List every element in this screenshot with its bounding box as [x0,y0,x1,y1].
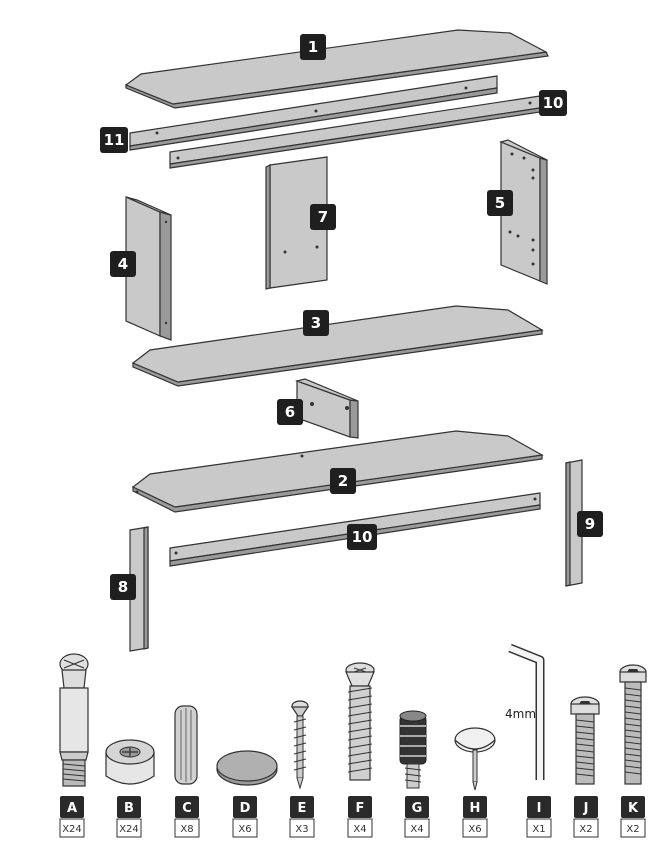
svg-text:4: 4 [118,255,128,273]
hardware-label-g: G X4 [404,796,430,838]
part-label-7: 7 [310,204,336,230]
svg-text:8: 8 [118,578,128,596]
part-label-1: 1 [300,34,326,60]
part-label-4: 4 [110,251,136,277]
hardware-d-cap [216,750,278,786]
svg-text:X1: X1 [532,824,545,835]
svg-text:X24: X24 [119,824,139,835]
hardware-j-bolt-short [570,696,600,785]
hardware-label-k: K X2 [620,796,646,838]
hardware-k-bolt-long [619,664,647,785]
svg-text:F: F [356,801,365,816]
svg-text:2: 2 [338,472,348,490]
svg-text:X4: X4 [410,824,423,835]
panel-6 [294,378,359,439]
svg-text:9: 9 [585,515,595,533]
rail-11 [129,75,498,151]
svg-text:X6: X6 [468,824,481,835]
svg-text:C: C [182,801,192,816]
hardware-label-b: B X24 [116,796,142,838]
svg-text:7: 7 [318,208,328,226]
post-8 [129,526,149,652]
svg-text:H: H [470,801,481,816]
svg-text:B: B [124,801,134,816]
hardware-g-insert [399,710,427,789]
svg-text:A: A [67,801,77,816]
svg-text:11: 11 [104,131,125,149]
hardware-label-j: J X2 [573,796,599,838]
hardware-c-dowel [174,705,198,785]
svg-text:6: 6 [285,403,295,421]
hardware-label-e: E X3 [289,796,315,838]
svg-text:X2: X2 [626,824,639,835]
part-label-8: 8 [110,574,136,600]
hardware-label-a: A X24 [59,796,85,838]
hardware-b-cam-lock [105,739,155,785]
svg-text:X6: X6 [238,824,251,835]
hardware-label-d: D X6 [232,796,258,838]
svg-text:E: E [298,801,307,816]
svg-text:I: I [537,801,542,816]
panel-3 [131,305,544,387]
svg-text:X3: X3 [295,824,308,835]
panel-7 [265,156,328,290]
svg-text:X4: X4 [353,824,366,835]
panel-5 [499,139,548,285]
part-label-10-top: 10 [539,90,567,116]
hardware-label-h: H X6 [462,796,488,838]
svg-text:J: J [583,801,589,816]
rail-10-top [169,95,541,169]
part-label-2: 2 [330,468,356,494]
hardware-h-glide [454,727,496,791]
svg-text:5: 5 [495,194,505,212]
part-label-10-bottom: 10 [347,524,377,550]
svg-text:3: 3 [311,314,321,332]
svg-text:X2: X2 [579,824,592,835]
part-label-3: 3 [303,310,329,336]
part-label-5: 5 [487,190,513,216]
svg-text:X24: X24 [62,824,82,835]
part-label-9: 9 [577,511,603,537]
svg-text:K: K [628,801,639,816]
panel-1 [124,29,549,109]
part-label-6: 6 [277,399,303,425]
panel-4 [125,196,172,341]
allen-key-size-label: 4mm [505,707,536,721]
svg-text:G: G [412,801,423,816]
part-label-11: 11 [100,127,128,153]
svg-text:X8: X8 [180,824,193,835]
hardware-e-wood-screw [290,700,310,790]
svg-text:10: 10 [352,528,373,546]
hardware-label-f: F X4 [347,796,373,838]
hardware-label-i: I X1 [526,796,552,838]
svg-text:D: D [240,801,251,816]
svg-text:10: 10 [543,94,564,112]
svg-text:1: 1 [308,38,318,56]
hardware-a-cam-bolt [59,653,89,787]
hardware-f-connector-screw [345,662,375,781]
hardware-label-c: C X8 [174,796,200,838]
hardware-i-allen-key [508,643,545,780]
post-9 [565,459,583,587]
